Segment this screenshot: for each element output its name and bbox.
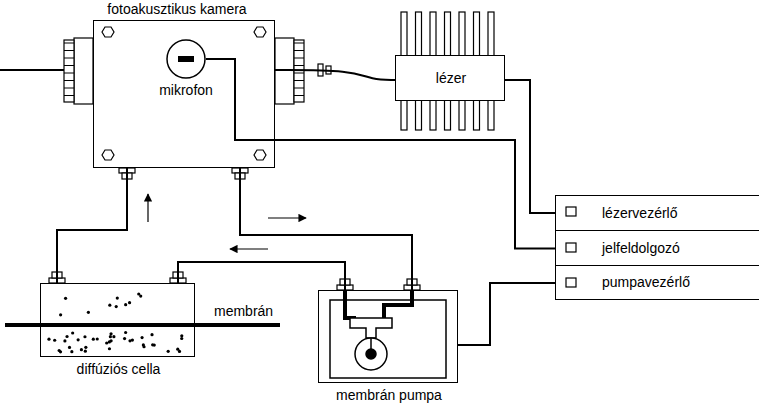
flow-arrows — [148, 194, 306, 249]
molecule — [167, 350, 170, 353]
tooth — [294, 95, 304, 96]
molecule — [92, 338, 95, 341]
controller-terminals — [566, 207, 576, 287]
tooth — [294, 73, 304, 74]
molecule — [96, 337, 99, 340]
tooth — [294, 80, 304, 81]
tooth — [64, 65, 74, 66]
molecule — [123, 337, 126, 340]
molecule — [84, 346, 87, 349]
tooth — [294, 50, 304, 51]
pump-mechanism — [330, 290, 446, 378]
tooth — [294, 58, 304, 59]
molecule — [128, 301, 131, 304]
molecule — [77, 338, 80, 341]
microphone-outline — [166, 39, 206, 79]
gas-molecules — [47, 292, 183, 353]
node-label: lézer — [436, 70, 466, 86]
microphone: mikrofon — [166, 39, 206, 79]
tooth — [64, 50, 74, 51]
tooth — [64, 43, 74, 44]
molecule — [87, 311, 90, 314]
molecule — [53, 339, 56, 342]
molecule — [150, 333, 153, 336]
connector-line — [178, 262, 345, 290]
tooth — [64, 88, 74, 89]
molecule — [139, 295, 142, 298]
tooth — [64, 73, 74, 74]
flange-teeth — [64, 43, 74, 96]
molecule — [83, 335, 86, 338]
membrane-label: membrán — [212, 303, 275, 319]
node-label: lézervezérlő — [602, 205, 677, 221]
node-label: pumpavezérlő — [602, 274, 690, 290]
molecule — [68, 346, 71, 349]
molecule — [65, 335, 68, 338]
node-label: membrán pumpa — [336, 387, 442, 403]
connector-line — [240, 168, 412, 290]
molecule — [64, 297, 67, 300]
tooth — [294, 88, 304, 89]
controller-row: pumpavezérlő — [555, 266, 759, 300]
molecule — [80, 348, 83, 351]
node-label: jelfeldolgozó — [602, 240, 680, 256]
molecule — [70, 350, 73, 353]
molecule — [115, 305, 118, 308]
controller-row: lézervezérlő — [555, 195, 759, 231]
tooth — [64, 58, 74, 59]
rod — [0, 69, 70, 71]
molecule — [142, 345, 145, 348]
molecule — [112, 335, 115, 338]
molecule — [124, 331, 127, 334]
molecule — [128, 339, 131, 342]
membrane — [5, 323, 280, 327]
node-label: diffúziós cella — [77, 361, 161, 377]
molecule — [180, 337, 183, 340]
molecule — [84, 350, 87, 353]
membrane-pump: membrán pumpa — [318, 290, 458, 383]
molecule — [109, 332, 112, 335]
connector-line — [505, 80, 555, 213]
laser-box: lézer — [395, 55, 505, 101]
controller-row: jelfeldolgozó — [555, 231, 759, 266]
molecule — [176, 348, 179, 351]
node-label: fotoakusztikus kamera — [107, 1, 246, 17]
molecule — [110, 339, 113, 342]
molecule — [59, 350, 62, 353]
tooth — [294, 43, 304, 44]
left-flange — [64, 38, 93, 104]
molecule — [109, 335, 112, 338]
connector-line — [275, 70, 395, 80]
molecule — [116, 297, 119, 300]
molecule — [140, 336, 143, 339]
tooth — [64, 80, 74, 81]
molecule — [63, 339, 66, 342]
connector-line — [458, 283, 555, 345]
molecule — [108, 347, 111, 350]
molecule — [151, 343, 154, 346]
molecule — [59, 313, 62, 316]
hose-fittings — [49, 168, 420, 290]
tooth — [294, 65, 304, 66]
connector-line — [57, 168, 127, 283]
molecule — [71, 331, 74, 334]
tooth — [64, 95, 74, 96]
node-label: mikrofon — [159, 82, 213, 98]
molecule — [124, 303, 127, 306]
molecule — [47, 338, 50, 341]
photoacoustic-chamber: fotoakusztikus kameramikrofon — [93, 20, 275, 168]
diffusion-cell: diffúziós cella — [40, 283, 195, 357]
molecule — [108, 304, 111, 307]
